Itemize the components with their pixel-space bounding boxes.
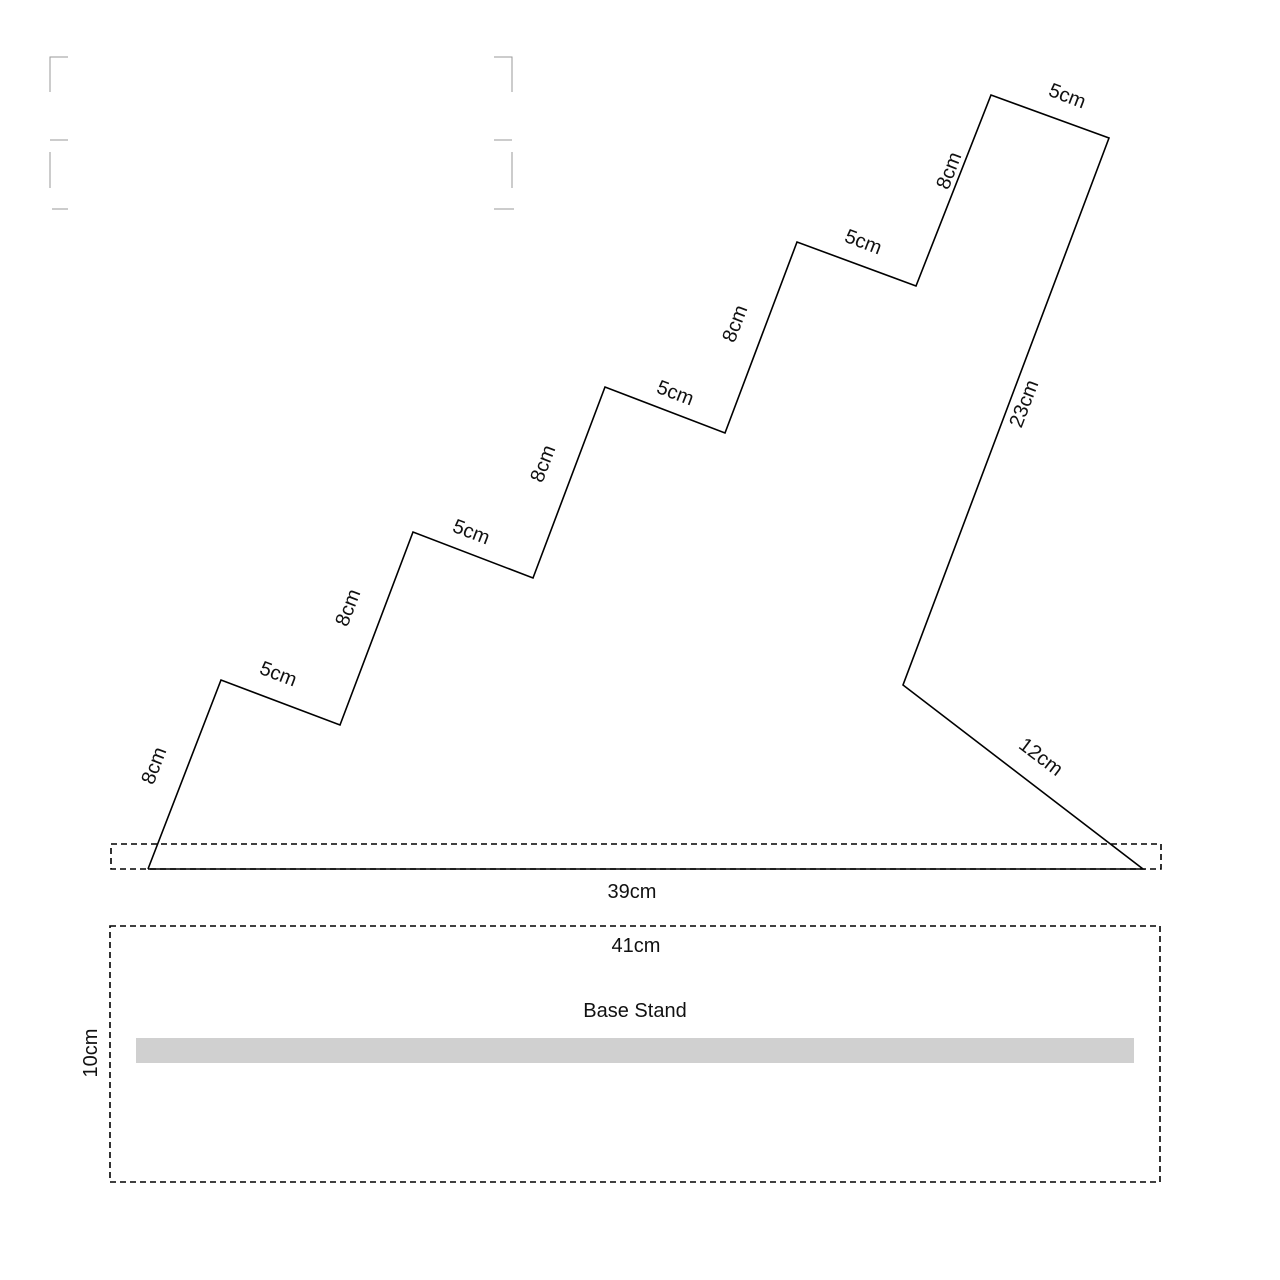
tread-1-label: 5cm [257,657,300,691]
bottom-edge-label: 39cm [608,881,657,903]
base-height-label: 10cm [80,1029,102,1078]
tread-5-label: 5cm [1046,79,1089,113]
foot-edge-label: 12cm [1014,734,1066,781]
base-title-label: Base Stand [583,1000,686,1022]
rise-1-label: 8cm [137,744,171,787]
stair-profile-outline [147,93,1146,870]
tread-3-label: 5cm [654,376,697,410]
crop-mark [49,56,68,92]
bottom-slot-dashed-rect [110,843,1162,870]
back-edge-label: 23cm [1005,377,1043,431]
rise-4-label: 8cm [718,302,752,345]
crop-marks [49,56,514,210]
base-width-label: 41cm [612,935,661,957]
crop-mark [494,56,513,92]
base-slot-strip [136,1038,1134,1063]
rise-2-label: 8cm [331,586,365,629]
tread-4-label: 5cm [842,225,885,259]
tread-2-label: 5cm [450,515,493,549]
rise-3-label: 8cm [526,442,560,485]
base-stand-dashed-rect [109,925,1161,1183]
